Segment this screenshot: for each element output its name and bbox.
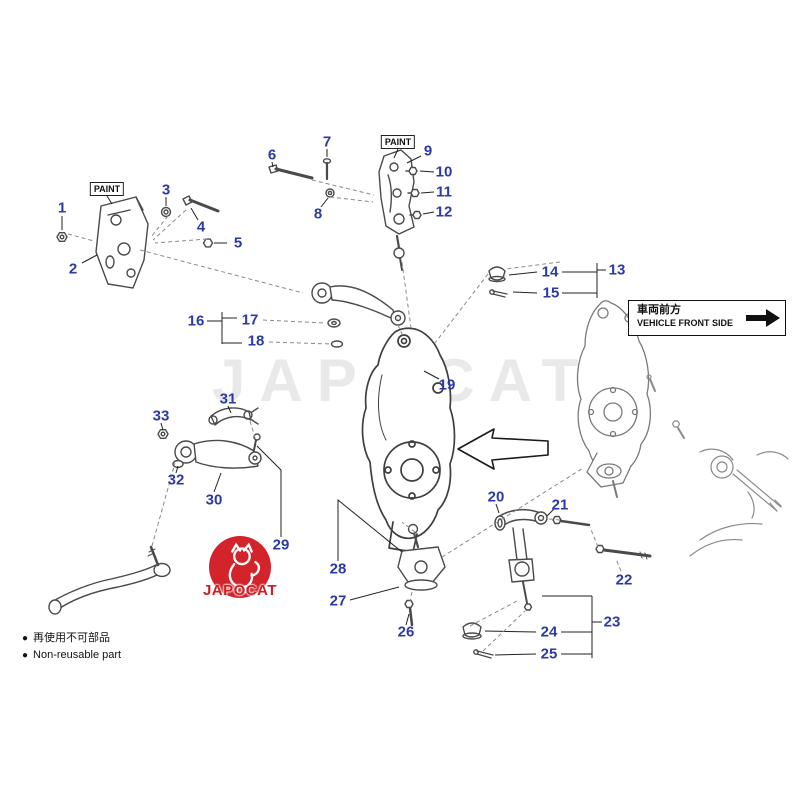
legend-item-en: ● Non-reusable part bbox=[22, 647, 121, 664]
callout-12: 12 bbox=[435, 203, 453, 221]
assembled-knuckle-drawing bbox=[576, 300, 652, 498]
legend-text-en: Non-reusable part bbox=[33, 649, 122, 661]
callout-2: 2 bbox=[68, 260, 78, 278]
right-side-parts-drawing bbox=[646, 374, 789, 557]
callout-32: 32 bbox=[167, 471, 185, 489]
japocat-logo: JAPOCAT bbox=[203, 536, 277, 599]
leader-lines bbox=[61, 148, 606, 658]
callout-17: 17 bbox=[241, 311, 259, 329]
tie-rod-end-drawing bbox=[48, 545, 171, 615]
upper-arm-31-drawing bbox=[208, 407, 259, 426]
paint-label-1: PAINT bbox=[89, 182, 125, 196]
dust-cover-24-drawing bbox=[462, 622, 482, 640]
washer-18-drawing bbox=[330, 340, 344, 348]
callout-26: 26 bbox=[397, 623, 415, 641]
callout-25: 25 bbox=[540, 645, 558, 663]
callout-19: 19 bbox=[438, 376, 456, 394]
callout-4: 4 bbox=[196, 218, 206, 236]
cotter-pin-15-drawing bbox=[489, 289, 508, 298]
camber-bracket-drawing bbox=[95, 196, 149, 289]
callout-29: 29 bbox=[272, 536, 290, 554]
screw-7-drawing bbox=[322, 158, 332, 181]
front-direction-arrow-icon bbox=[746, 309, 780, 327]
callout-7: 7 bbox=[322, 133, 332, 151]
washer-8-drawing bbox=[325, 188, 335, 198]
callout-15: 15 bbox=[542, 284, 560, 302]
bolt-22-drawing bbox=[595, 544, 652, 560]
paint-label-2: PAINT bbox=[380, 135, 416, 149]
logo-text: JAPOCAT bbox=[202, 582, 278, 599]
nut-1-drawing bbox=[56, 231, 68, 243]
bolt-26-drawing bbox=[404, 599, 414, 627]
callout-6: 6 bbox=[267, 146, 277, 164]
callout-1: 1 bbox=[57, 199, 67, 217]
cotter-pin-25-drawing bbox=[473, 649, 494, 659]
callout-24: 24 bbox=[540, 623, 558, 641]
direction-arrow-drawing bbox=[457, 428, 549, 470]
callout-3: 3 bbox=[161, 181, 171, 199]
bushing-17-drawing bbox=[327, 318, 341, 328]
callout-22: 22 bbox=[615, 571, 633, 589]
lower-ball-joint-drawing bbox=[397, 523, 446, 591]
front-side-label-jp: 車両前方 bbox=[637, 304, 681, 316]
legend: ● 再使用不可部品 ● Non-reusable part bbox=[22, 630, 121, 664]
callout-9: 9 bbox=[423, 142, 433, 160]
upper-control-arm-drawing bbox=[311, 282, 406, 326]
legend-item-jp: ● 再使用不可部品 bbox=[22, 630, 121, 647]
dust-cover-14-drawing bbox=[488, 266, 506, 283]
bullet-icon: ● bbox=[22, 650, 29, 661]
callout-30: 30 bbox=[205, 491, 223, 509]
callout-33: 33 bbox=[152, 407, 170, 425]
callout-11: 11 bbox=[436, 183, 452, 201]
dashed-assembly-lines bbox=[67, 179, 622, 652]
steering-knuckle-drawing bbox=[361, 327, 456, 553]
stabilizer-link-drawing bbox=[494, 508, 591, 611]
callout-20: 20 bbox=[487, 488, 505, 506]
nut-5-drawing bbox=[202, 238, 214, 248]
callout-8: 8 bbox=[313, 205, 323, 223]
legend-text-jp: 再使用不可部品 bbox=[33, 632, 111, 644]
vehicle-front-side-box: 車両前方 VEHICLE FRONT SIDE bbox=[628, 300, 786, 336]
upper-mount-bracket-drawing bbox=[378, 149, 415, 235]
callout-13: 13 bbox=[608, 261, 626, 279]
cat-doodle-icon bbox=[228, 542, 261, 594]
front-side-label-en: VEHICLE FRONT SIDE bbox=[637, 318, 734, 328]
callout-21: 21 bbox=[551, 496, 569, 514]
callout-31: 31 bbox=[219, 390, 237, 408]
washer-3-drawing bbox=[160, 206, 172, 218]
bolt-6-drawing bbox=[268, 164, 314, 180]
upper-ball-joint-drawing bbox=[393, 234, 405, 271]
lower-control-arm-drawing bbox=[174, 433, 262, 469]
nut-33-drawing bbox=[157, 429, 169, 439]
callout-27: 27 bbox=[329, 592, 347, 610]
bullet-icon: ● bbox=[22, 633, 29, 644]
callout-28: 28 bbox=[329, 560, 347, 578]
callout-5: 5 bbox=[233, 234, 243, 252]
callout-18: 18 bbox=[247, 332, 265, 350]
bolts-10-11-12-drawing bbox=[405, 166, 422, 220]
callout-14: 14 bbox=[541, 263, 559, 281]
bolt-4-drawing bbox=[182, 195, 220, 213]
callout-23: 23 bbox=[603, 613, 621, 631]
callout-10: 10 bbox=[435, 163, 453, 181]
callout-16: 16 bbox=[187, 312, 205, 330]
